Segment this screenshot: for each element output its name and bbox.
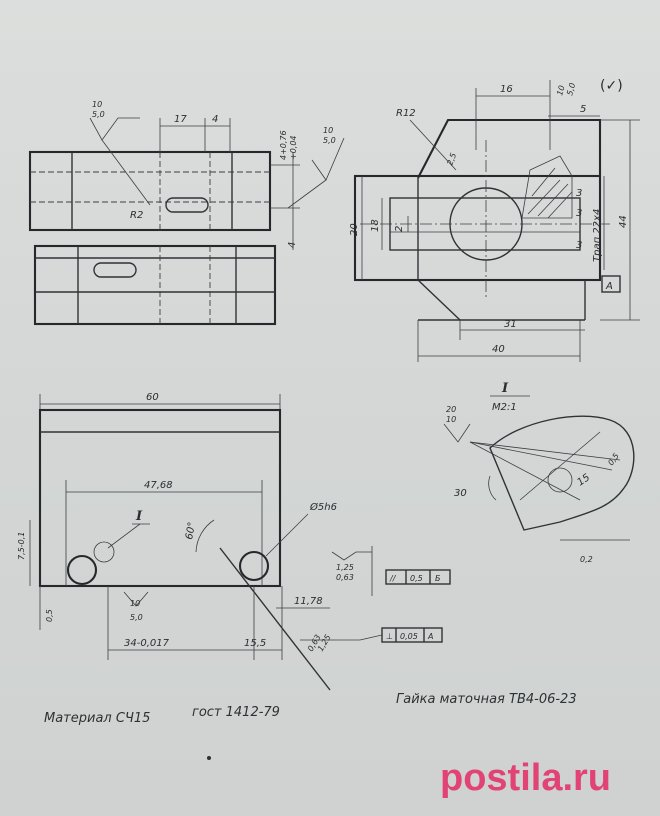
tol-4-low: +0,04 [289, 135, 298, 160]
dim-40: 40 [492, 344, 505, 355]
material-label: Материал СЧ15 [44, 711, 150, 726]
roughness-left-b: 5,0 [92, 110, 105, 119]
dim-3c: 3 [576, 240, 582, 251]
dim-125: 1,25 [336, 563, 354, 572]
dim-5: 5 [580, 104, 586, 115]
roughness-top-a: 10 [555, 84, 566, 96]
section-view: 16 5 (✓) 10 5,0 R12 2,5 20 18 2 3 3 3 Тр… [349, 78, 640, 362]
dim-1178: 11,78 [294, 596, 323, 607]
dim-05: 0,5 [45, 609, 54, 622]
part-title: Гайка маточная ТВ4-06-23 [396, 692, 577, 707]
detail-label: I [501, 381, 509, 396]
dim-3a: 3 [576, 188, 582, 199]
dim-17: 17 [174, 114, 187, 125]
dim-125-tol: 0,63 [336, 573, 354, 582]
radius-r2: R2 [130, 210, 143, 221]
dim-3b: 3 [576, 208, 582, 219]
roughness-right-b: 5,0 [323, 136, 336, 145]
parallel-sym: // [389, 574, 397, 583]
dim-16: 16 [500, 84, 513, 95]
dim-20: 20 [349, 223, 360, 236]
detail-dim-02: 0,2 [580, 555, 593, 564]
detail-angle-30: 30 [454, 488, 467, 499]
parallel-val: 0,5 [410, 574, 423, 583]
dim-34: 34-0,017 [124, 638, 170, 649]
dim-4768: 47,68 [144, 480, 173, 491]
ink-dot [207, 756, 211, 760]
dim-31: 31 [504, 319, 517, 330]
dim-155: 15,5 [244, 638, 266, 649]
standard-label: гост 1412-79 [192, 705, 280, 720]
thread-label: Трап 22х4 [592, 209, 603, 262]
top-view: 17 4 10 5,0 R2 4+0,76 +0,04 4 10 5,0 [28, 100, 345, 250]
perp-val: 0,05 [400, 632, 418, 641]
dim-4-right: 4 [287, 242, 298, 248]
perp-sym: ⊥ [386, 632, 393, 641]
rough-bottom-a: 10 [130, 599, 140, 608]
rough-bottom-b: 5,0 [130, 613, 143, 622]
front-view: 60 47,68 I 7,5-0,1 60° Ø5h6 1,25 0,63 //… [17, 392, 451, 691]
parallel-datum: Б [435, 574, 441, 583]
detail-dim-15: 15 [575, 472, 592, 488]
angle-60: 60° [184, 521, 198, 540]
radius-r12: R12 [396, 108, 416, 119]
bottom-view [33, 244, 277, 326]
small-tol: 2,5 [445, 152, 458, 167]
tol-4: 4+0,76 [279, 130, 288, 160]
dim-2: 2 [394, 226, 405, 232]
roughness-left-a: 10 [92, 100, 102, 109]
perp-datum: A [427, 632, 433, 641]
detail-rough-b: 10 [446, 415, 456, 424]
dim-44: 44 [618, 215, 629, 228]
roughness-symbol: (✓) [600, 78, 623, 94]
detail-view: I М2:1 20 10 30 15 0,5 0,2 [443, 381, 635, 564]
roughness-right-a: 10 [323, 126, 333, 135]
detail-rough-a: 20 [446, 405, 456, 414]
detail-scale: М2:1 [492, 402, 517, 413]
dim-60: 60 [146, 392, 159, 403]
detail-mark: I [135, 509, 143, 524]
dim-18: 18 [370, 219, 381, 232]
datum-a: A [605, 281, 613, 292]
dim-75: 7,5-0,1 [17, 532, 26, 560]
roughness-top-b: 5,0 [565, 82, 577, 97]
detail-dim-05: 0,5 [606, 452, 621, 468]
watermark: postila.ru [440, 757, 611, 799]
dim-4: 4 [212, 114, 218, 125]
bore-5h6: Ø5h6 [309, 501, 337, 513]
